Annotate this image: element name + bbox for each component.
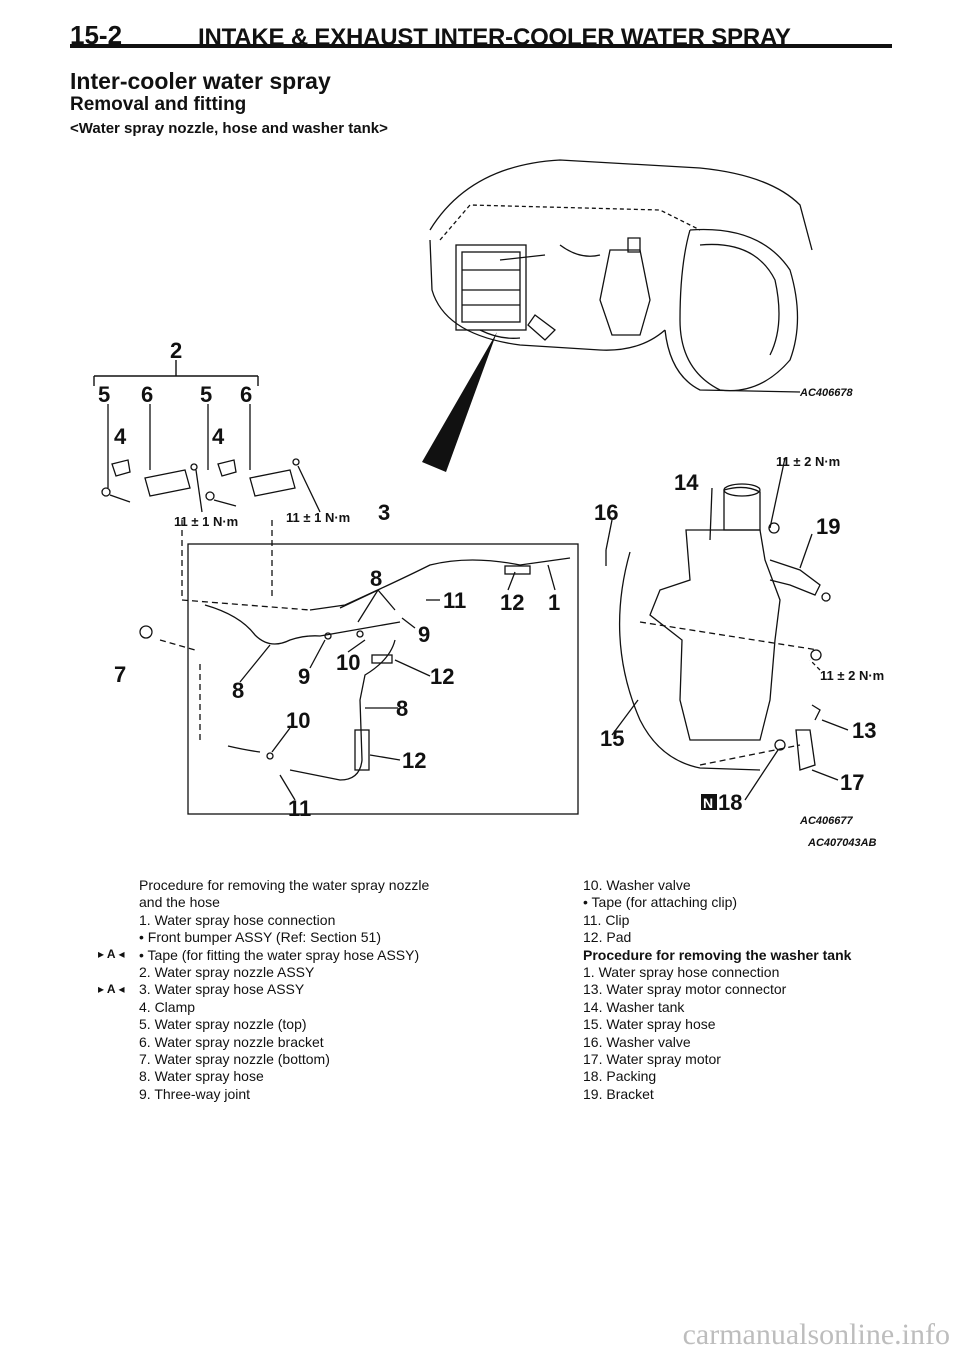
- procedure-left-row: 7. Water spray nozzle (bottom): [139, 1051, 330, 1068]
- callout-4-left: 4: [114, 424, 127, 449]
- callout-9-left: 9: [298, 664, 310, 689]
- procedure-right-row: 1. Water spray hose connection: [583, 964, 780, 981]
- procedure-left-row: 4. Clamp: [139, 998, 196, 1015]
- marker-arrow-right-icon: ▸: [98, 947, 105, 961]
- callout-1: 1: [548, 590, 560, 615]
- figure-codes: AC406677 AC407043AB: [799, 815, 877, 849]
- vehicle-code: AC406678: [799, 387, 853, 399]
- procedure-left-row: 8. Water spray hose: [139, 1068, 264, 1085]
- procedure-right-row: 13. Water spray motor connector: [583, 981, 787, 998]
- new-part-letter: N: [703, 795, 713, 811]
- page-title: Inter-cooler water spray: [70, 68, 331, 94]
- procedure-left-row: 3. Water spray hose ASSY: [139, 981, 305, 998]
- scope-heading: <Water spray nozzle, hose and washer tan…: [70, 120, 388, 137]
- washer-tank-drawing: [605, 457, 849, 801]
- callout-19: 19: [816, 514, 840, 539]
- procedure-left-row: and the hose: [139, 894, 220, 911]
- procedure-right-row: 11. Clip: [583, 911, 630, 928]
- header-rule: [70, 44, 892, 48]
- code-ac406677: AC406677: [799, 815, 853, 827]
- callout-2: 2: [170, 338, 182, 363]
- new-part-mark: N: [701, 794, 717, 811]
- callout-8-left: 8: [232, 678, 244, 703]
- callout-6-left: 6: [141, 382, 153, 407]
- callout-4-right: 4: [212, 424, 225, 449]
- callout-11-lower: 11: [288, 796, 311, 821]
- torque-nozzle-right: 11 ± 1 N·m: [286, 510, 350, 525]
- callout-10-upper: 10: [336, 650, 360, 675]
- procedure-left-row: 5. Water spray nozzle (top): [139, 1016, 307, 1033]
- marker-letter: A: [106, 947, 116, 961]
- nozzle-parts: [101, 404, 321, 513]
- procedure-right-row: 10. Washer valve: [583, 877, 691, 893]
- callout-11-upper: 11: [443, 588, 466, 613]
- callout-12-middle: 12: [430, 664, 454, 689]
- procedure-right-row: 16. Washer valve: [583, 1033, 691, 1050]
- procedure-right-column: 10. Washer valve • Tape (for attaching c…: [583, 877, 851, 1103]
- procedure-left-row: 1. Water spray hose connection: [139, 911, 336, 928]
- procedure-right-row: 18. Packing: [583, 1068, 657, 1085]
- exploded-diagram: AC406678: [93, 159, 884, 849]
- nozzle-group-bracket: [93, 360, 259, 386]
- procedure-left-column: Procedure for removing the water spray n…: [139, 877, 429, 1103]
- vehicle-front-drawing: [429, 159, 813, 393]
- callout-3: 3: [378, 500, 390, 525]
- callout-5-left: 5: [98, 382, 110, 407]
- step-marker-a-tape: ▸ A ◂: [98, 947, 125, 961]
- callout-8-lower: 8: [396, 696, 408, 721]
- procedure-right-row: • Tape (for attaching clip): [583, 894, 738, 911]
- callout-15: 15: [600, 726, 624, 751]
- procedure-right-row: 17. Water spray motor: [583, 1051, 721, 1068]
- callout-12-upper: 12: [500, 590, 524, 615]
- procedure-left-row: 9. Three-way joint: [139, 1085, 251, 1102]
- callout-7: 7: [114, 662, 126, 687]
- torque-labels: 11 ± 1 N·m 11 ± 1 N·m 11 ± 2 N·m 11 ± 2 …: [174, 454, 884, 683]
- page-subtitle: Removal and fitting: [70, 94, 247, 115]
- callout-labels: 2 5 6 5 6 4 4 3 8 11 12 1 9 10 12 7 8 9 …: [98, 338, 876, 821]
- procedure-left-row: 6. Water spray nozzle bracket: [139, 1033, 324, 1050]
- step-marker-a-hose: ▸ A ◂: [98, 982, 125, 996]
- procedure-right-row: 12. Pad: [583, 929, 632, 946]
- procedure-left-row: 2. Water spray nozzle ASSY: [139, 964, 315, 981]
- callout-8-upper: 8: [370, 566, 382, 591]
- hose-assembly: [139, 520, 579, 815]
- marker-arrow-left-icon: ◂: [118, 982, 125, 996]
- callout-12-lower: 12: [402, 748, 426, 773]
- torque-tank-top: 11 ± 2 N·m: [776, 454, 840, 469]
- procedure-left-row: • Front bumper ASSY (Ref: Section 51): [139, 929, 381, 946]
- watermark: carmanualsonline.info: [682, 1318, 950, 1351]
- torque-nozzle-left: 11 ± 1 N·m: [174, 514, 238, 529]
- new-part-box: [701, 794, 717, 810]
- torque-tank-side: 11 ± 2 N·m: [820, 668, 884, 683]
- callout-18: 18: [718, 790, 742, 815]
- procedure-right-row: 15. Water spray hose: [583, 1016, 716, 1033]
- pointer-arrow: [422, 332, 497, 472]
- callout-5-right: 5: [200, 382, 212, 407]
- callout-6-right: 6: [240, 382, 252, 407]
- callout-9-right: 9: [418, 622, 430, 647]
- marker-letter: A: [106, 982, 116, 996]
- marker-arrow-left-icon: ◂: [118, 947, 125, 961]
- marker-arrow-right-icon: ▸: [98, 982, 105, 996]
- code-ac406678: AC406678: [799, 387, 853, 399]
- procedure-right-subheading: Procedure for removing the washer tank: [583, 946, 852, 963]
- callout-13: 13: [852, 718, 876, 743]
- callout-17: 17: [840, 770, 864, 795]
- callout-16: 16: [594, 500, 618, 525]
- procedure-left-row: Procedure for removing the water spray n…: [139, 877, 430, 893]
- callout-10-lower: 10: [286, 708, 310, 733]
- procedure-right-row: 14. Washer tank: [583, 998, 685, 1015]
- code-ac407043ab: AC407043AB: [807, 837, 877, 849]
- callout-14: 14: [674, 470, 699, 495]
- procedure-right-row: 19. Bracket: [583, 1085, 654, 1102]
- procedure-left-row: • Tape (for fitting the water spray hose…: [139, 946, 420, 963]
